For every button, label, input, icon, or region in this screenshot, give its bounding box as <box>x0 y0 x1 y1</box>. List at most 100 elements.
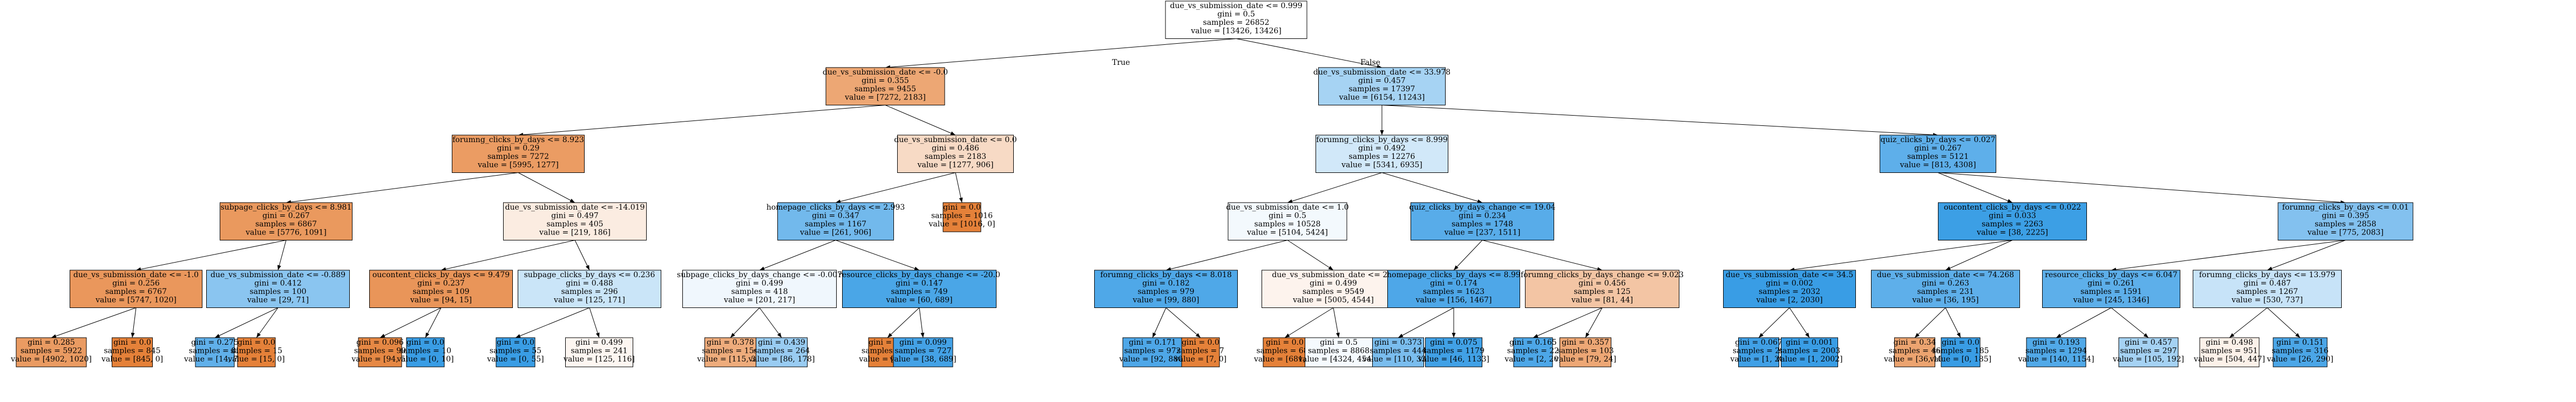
node-box <box>503 202 647 240</box>
node-text-line: samples = 154 <box>702 347 758 356</box>
node-text-line: samples = 6767 <box>105 287 167 296</box>
node-text-line: gini = 0.499 <box>575 338 623 347</box>
node-text-line: gini = 0.498 <box>2206 338 2253 347</box>
edge-arrowhead <box>950 131 955 135</box>
node-text-line: samples = 241 <box>571 347 627 356</box>
node-text-line: gini = 0.412 <box>254 279 302 288</box>
node-text-line: samples = 22 <box>1507 347 1559 356</box>
node-text-line: value = [86, 178] <box>748 355 815 364</box>
node-text-line: gini = 0.165 <box>1509 338 1557 347</box>
edge-arrowhead <box>2007 199 2012 203</box>
node-text-line: gini = 0.497 <box>551 212 599 220</box>
tree-edge <box>256 307 279 338</box>
node-text-line: samples = 297 <box>2120 347 2177 356</box>
tree-edge <box>1453 240 1483 271</box>
node-text-line: samples = 405 <box>546 220 603 229</box>
node-text-line: gini = 0.099 <box>899 338 947 347</box>
node-text-line: gini = 0.267 <box>262 212 310 220</box>
node-box <box>943 202 981 232</box>
true-edge-label: True <box>1112 58 1130 67</box>
tree-edge <box>425 307 442 338</box>
node-text-line: value = [79, 24] <box>1554 355 1616 364</box>
node-text-line: samples = 109 <box>412 287 469 296</box>
tree-edge <box>1236 38 1382 68</box>
node-text-line: gini = 0.182 <box>1142 279 1190 288</box>
node-text-line: gini = 0.457 <box>1358 77 1406 85</box>
tree-edge <box>1284 307 1334 338</box>
tree-edge <box>51 307 137 338</box>
node-box <box>1723 270 1856 308</box>
node-text-line: samples = 17397 <box>1349 85 1415 93</box>
node-box <box>358 337 402 367</box>
node-text-line: gini = 0.499 <box>1310 279 1357 288</box>
node-text-line: due_vs_submission_date <= -0.0 <box>823 68 948 77</box>
edge-arrowhead <box>1477 199 1482 203</box>
edge-arrowhead <box>215 333 220 338</box>
node-text-line: gini = 0.174 <box>1430 279 1477 288</box>
node-box <box>237 337 276 367</box>
edge-arrowhead <box>1398 333 1404 338</box>
node-box <box>1181 337 1220 367</box>
node-text-line: gini = 0.0 <box>1942 338 1980 347</box>
node-text-line: value = [7272, 2183] <box>844 93 926 102</box>
node-box <box>112 337 153 367</box>
node-text-line: samples = 1623 <box>1423 287 1484 296</box>
tree-edge <box>2111 307 2149 338</box>
node-text-line: value = [4902, 1020] <box>10 355 92 364</box>
node-text-line: gini = 0.357 <box>1562 338 1609 347</box>
node-text-line: samples = 8868 <box>1308 347 1370 356</box>
node-box <box>369 270 513 308</box>
node-box <box>1165 1 1307 39</box>
node-text-line: gini = 0.096 <box>356 338 404 347</box>
node-box <box>70 270 202 308</box>
node-box <box>897 135 1014 173</box>
node-text-line: samples = 15 <box>231 347 282 356</box>
node-text-line: due_vs_submission_date <= 34.5 <box>1726 271 1853 279</box>
node-box <box>2026 337 2086 367</box>
node-text-line: value = [504, 447] <box>2193 355 2265 364</box>
node-text-line: forumng_clicks_by_days <= 13.979 <box>2199 271 2336 279</box>
split-node: quiz_clicks_by_days_change <= 19.04gini … <box>1409 202 1556 240</box>
node-text-line: quiz_clicks_by_days <= 0.027 <box>1881 136 1996 144</box>
tree-edge <box>1482 240 1603 271</box>
tree-edge <box>1381 172 1483 203</box>
tree-edge <box>887 307 920 338</box>
node-text-line: samples = 231 <box>1917 287 1974 296</box>
node-text-line: value = [0, 185] <box>1929 355 1991 364</box>
node-text-line: due_vs_submission_date <= 0.999 <box>1170 2 1302 10</box>
node-text-line: value = [530, 737] <box>2231 296 2303 305</box>
node-box <box>893 337 953 367</box>
node-box <box>496 337 535 367</box>
node-text-line: value = [26, 290] <box>2266 355 2333 364</box>
edge-arrowhead <box>1945 266 1951 270</box>
tree-edge <box>518 172 575 203</box>
edge-arrowhead <box>595 332 600 338</box>
node-text-line: samples = 10528 <box>1255 220 1321 229</box>
node-text-line: samples = 1591 <box>2080 287 2142 296</box>
edge-arrowhead <box>585 265 589 270</box>
node-text-line: forumng_clicks_by_days <= 8.923 <box>452 136 584 144</box>
tree-edge <box>1165 307 1201 338</box>
node-text-line: gini = 0.456 <box>1578 279 1626 288</box>
node-text-line: gini = 0.347 <box>812 212 859 220</box>
edge-arrowhead <box>2229 333 2235 338</box>
node-text-line: gini = 0.34 <box>1894 338 1936 347</box>
node-text-line: samples = 46 <box>1889 347 1941 356</box>
edge-arrowhead <box>1285 333 1290 338</box>
node-text-line: gini = 0.234 <box>1459 212 1506 220</box>
node-text-line: samples = 681 <box>1256 347 1313 356</box>
tree-edge <box>1287 172 1382 203</box>
node-text-line: value = [2, 20] <box>1504 355 1561 364</box>
node-text-line: forumng_clicks_by_days <= 8.018 <box>1100 271 1232 279</box>
tree-edge <box>919 307 924 338</box>
node-box <box>1094 270 1238 308</box>
node-text-line: due_vs_submission_date <= 1.0 <box>1226 203 1348 212</box>
